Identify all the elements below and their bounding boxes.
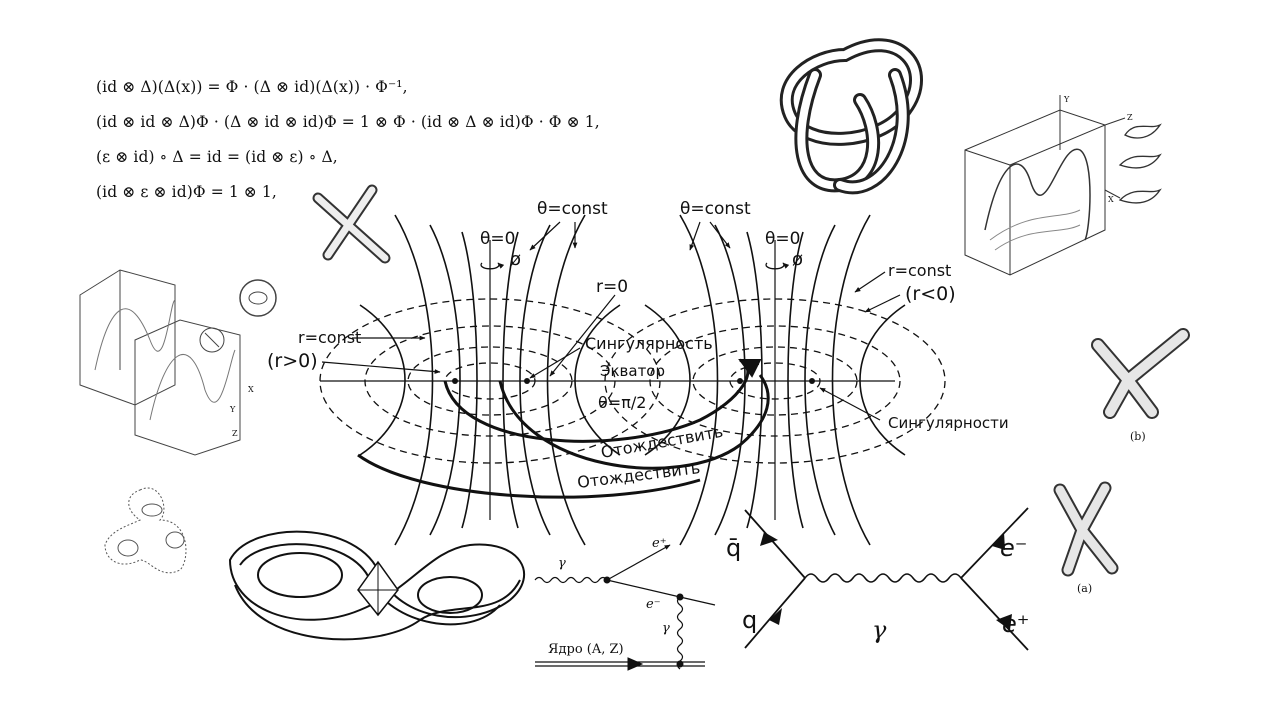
positron-line: [606, 544, 671, 581]
left-rotation-arrow: [480, 262, 505, 270]
equator-label: Экватор: [600, 362, 665, 380]
ribbon-surface: [228, 530, 526, 641]
cube-side-glyphs: [1118, 123, 1162, 204]
r-const-right-label: r=const: [888, 261, 951, 280]
cube-y-axis-label: Y: [1063, 95, 1070, 104]
theta-zero-right-label: θ=0: [765, 229, 800, 249]
photon-label: γ: [872, 616, 887, 644]
singularity-center-label: Сингулярность: [585, 334, 713, 353]
small-axis-x: X: [248, 385, 254, 394]
equation-1: (id ⊗ Δ)(Δ(x)) = Φ · (Δ ⊗ id)(Δ(x)) · Φ⁻…: [96, 78, 408, 96]
equation-2: (id ⊗ id ⊗ Δ)Φ · (Δ ⊗ id ⊗ id)Φ = 1 ⊗ Φ …: [96, 113, 600, 131]
x-tube-left: [312, 184, 391, 264]
identify-label-1: Отождествить: [599, 422, 724, 462]
cube-surface-plot: [964, 95, 1126, 276]
theta-zero-left-label: θ=0: [480, 229, 515, 249]
virtual-photon-label: γ: [662, 621, 670, 636]
label-b: (b): [1130, 430, 1146, 443]
cube-x-axis-label: X: [1108, 195, 1114, 204]
positron-out-line: [960, 577, 1029, 651]
r-negative-label: (r<0): [905, 283, 956, 305]
small-axis-z: Z: [232, 429, 238, 438]
r-zero-label: r=0: [596, 277, 628, 297]
equation-4: (id ⊗ ε ⊗ id)Φ = 1 ⊗ 1,: [96, 183, 277, 201]
three-holed-surface: [104, 487, 187, 574]
identify-label-2: Отождествить: [576, 458, 701, 492]
label-pointers: [321, 221, 901, 421]
quark-line: [744, 577, 806, 649]
y-tube-b: [1091, 328, 1190, 419]
small-axis-y: Y: [229, 405, 236, 414]
positron-out-label: e⁺: [1002, 610, 1029, 638]
equation-3: (ε ⊗ id) ∘ Δ = id = (id ⊗ ε) ∘ Δ,: [96, 148, 338, 166]
left-r-const-ellipses: [319, 298, 661, 464]
singularity-points: [452, 378, 815, 384]
r-positive-label: (r>0): [267, 350, 318, 372]
incoming-photon-line: [534, 576, 608, 584]
electron-line: [606, 579, 681, 598]
phi-right-label: ø: [792, 249, 803, 270]
cube-z-axis-label: Z: [1127, 113, 1133, 122]
left-theta-const-curves: [359, 214, 621, 546]
theta-const-right-label: θ=const: [680, 199, 751, 219]
right-r-const-ellipses: [604, 298, 946, 464]
incoming-photon-label: γ: [558, 556, 566, 571]
trefoil-knot: [779, 38, 923, 195]
electron-out-line: [960, 507, 1029, 579]
r-const-left-label: r=const: [298, 328, 361, 347]
quark-label: q: [742, 606, 757, 634]
pair-production-vertices: [603, 576, 684, 668]
electron-label: e⁻: [646, 597, 661, 612]
electron-out-label: e⁻: [1000, 534, 1027, 562]
antiquark-label: q̄: [726, 534, 741, 562]
phi-left-label: ø: [510, 249, 521, 270]
nucleus-label: Ядро (A, Z): [548, 642, 624, 657]
antiquark-line: [744, 509, 806, 579]
right-rotation-arrow: [765, 262, 790, 270]
cube-cluster-surfaces: [79, 269, 277, 456]
virtual-photon-line: [676, 596, 684, 670]
theta-half-pi-label: θ=π/2: [598, 393, 646, 412]
singularity-right-label: Сингулярности: [888, 414, 1009, 432]
positron-label: e⁺: [652, 536, 667, 551]
wormhole-diagram: [319, 214, 946, 546]
label-a: (a): [1077, 582, 1092, 595]
x-tube-a: [1053, 481, 1119, 577]
annihilation-diagram: [744, 507, 1029, 651]
theta-const-left-label: θ=const: [537, 199, 608, 219]
exchange-photon-line: [804, 573, 962, 583]
pair-production-diagram: [534, 544, 716, 671]
identification-curves: [357, 358, 770, 499]
